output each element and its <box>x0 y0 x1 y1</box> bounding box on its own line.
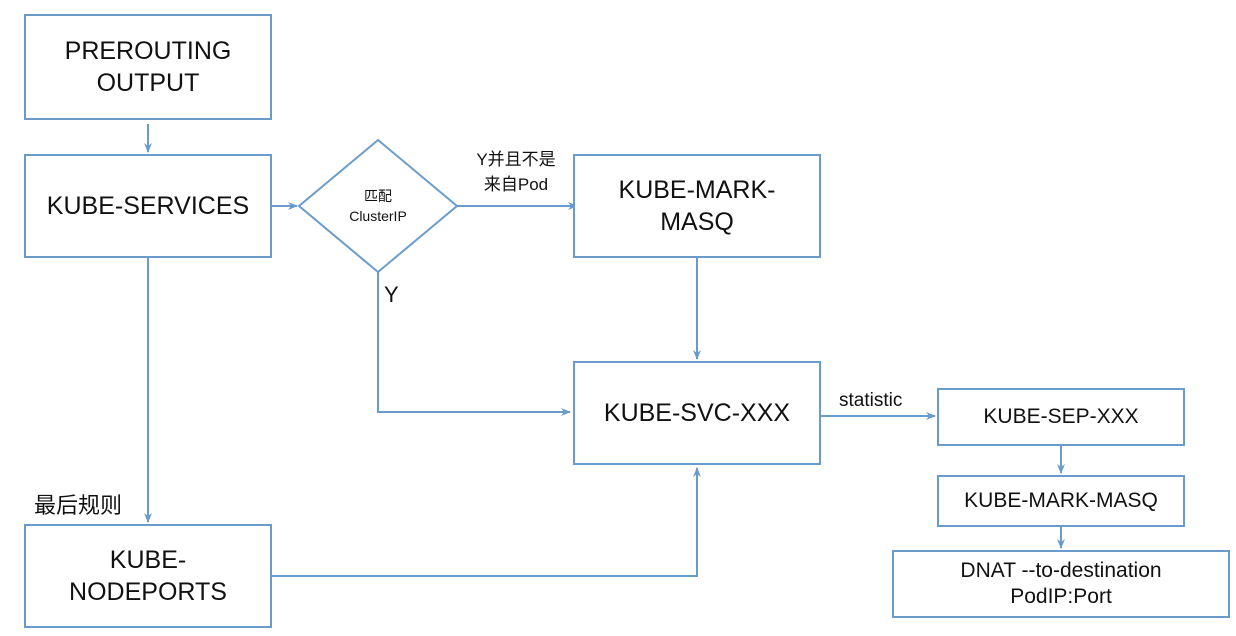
node-label: KUBE-MARK-MASQ <box>964 489 1158 513</box>
edge-match-to-svc <box>377 272 571 416</box>
edge-label-last-rule: 最后规则 <box>34 493 123 518</box>
node-label-line1: KUBE- <box>109 545 187 574</box>
node-prerouting-output: PREROUTING OUTPUT <box>24 14 272 120</box>
node-label: KUBE-SVC-XXX <box>603 398 791 427</box>
node-kube-services: KUBE-SERVICES <box>24 154 272 258</box>
node-label-line1: KUBE-MARK- <box>618 175 776 204</box>
node-label-line2: NODEPORTS <box>69 578 227 606</box>
node-label-line1: PREROUTING <box>64 36 232 65</box>
match-label-line1: 匹配 <box>364 188 392 204</box>
match-clusterip-label: 匹配 ClusterIP <box>318 186 438 227</box>
node-dnat: DNAT --to-destination PodIP:Port <box>892 550 1230 618</box>
node-label-line1: DNAT --to-destination <box>960 558 1162 582</box>
node-kube-mark-masq-2: KUBE-MARK-MASQ <box>937 475 1185 527</box>
edge-label-yes: Y <box>384 282 399 307</box>
node-label: KUBE-SERVICES <box>46 191 250 220</box>
node-kube-sep: KUBE-SEP-XXX <box>937 388 1185 446</box>
node-label-line2: MASQ <box>660 208 734 236</box>
node-label-line2: OUTPUT <box>96 69 200 97</box>
edge-label-not-from-pod: Y并且不是 来自Pod <box>466 148 566 197</box>
edge-nodeports-to-svc <box>272 467 701 577</box>
node-label-line2: PodIP:Port <box>1010 585 1112 608</box>
match-label-line2: ClusterIP <box>349 208 407 225</box>
edge-label-line1: Y并且不是 <box>476 150 556 169</box>
match-clusterip-diamond <box>297 138 459 274</box>
node-kube-svc: KUBE-SVC-XXX <box>573 361 821 465</box>
node-kube-mark-masq-1: KUBE-MARK- MASQ <box>573 154 821 258</box>
edge-label-line2: 来自Pod <box>483 174 549 194</box>
edge-label-statistic: statistic <box>839 390 903 411</box>
node-label: KUBE-SEP-XXX <box>983 405 1139 429</box>
node-kube-nodeports: KUBE- NODEPORTS <box>24 524 272 628</box>
